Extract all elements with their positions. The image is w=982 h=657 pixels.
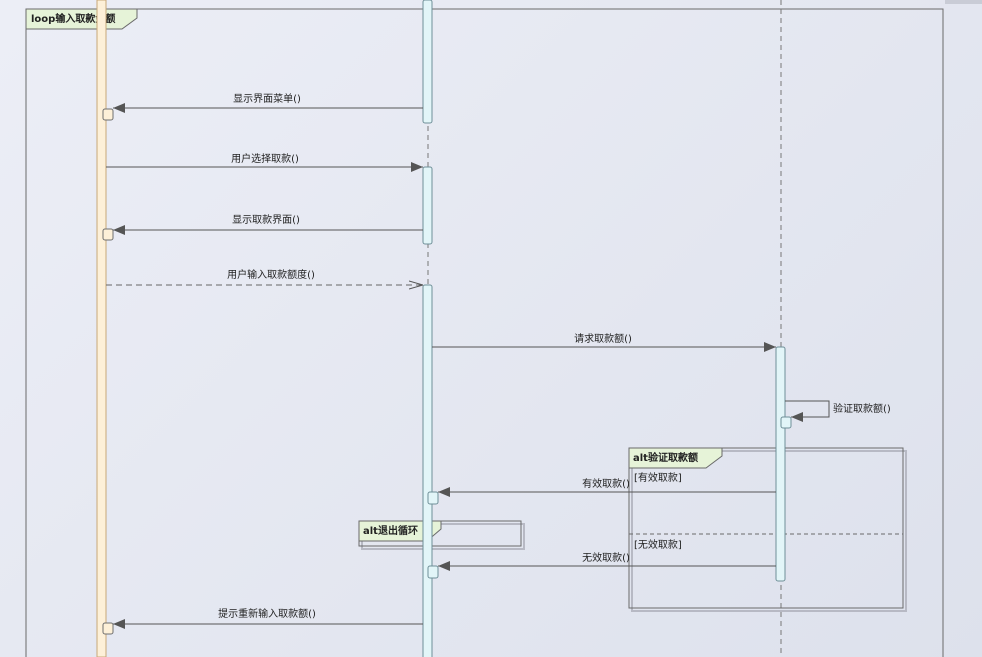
alt-validate-frame[interactable]: alt验证取款额 [有效取款] [无效取款] — [628, 447, 907, 612]
loop-frame[interactable]: loop输入取款金额 — [25, 8, 944, 657]
message-7[interactable]: 有效取款() — [438, 477, 776, 497]
message-7-label: 有效取款() — [582, 477, 630, 490]
message-6-label: 验证取款额() — [833, 402, 891, 415]
message-5[interactable]: 请求取款额() — [432, 332, 776, 352]
message-4[interactable]: 用户输入取款额度() — [106, 268, 423, 285]
guard-valid: [有效取款] — [634, 471, 682, 484]
message-1-label: 显示界面菜单() — [233, 93, 301, 105]
activation-atm-3[interactable] — [422, 284, 433, 657]
message-9-label: 提示重新输入取款额() — [218, 607, 316, 620]
alt-exit-frame[interactable]: alt退出循环 — [358, 520, 525, 550]
loop-frame-label: loop输入取款金额 — [31, 12, 115, 25]
top-scrollbar-remnant — [945, 0, 982, 4]
activation-user-2[interactable] — [102, 228, 114, 241]
activation-atm-small-2[interactable] — [427, 565, 439, 579]
alt-exit-label: alt退出循环 — [363, 524, 418, 537]
activation-atm-2[interactable] — [422, 166, 433, 245]
activation-atm-small-1[interactable] — [427, 491, 439, 505]
message-9[interactable]: 提示重新输入取款额() — [113, 607, 423, 629]
message-3[interactable]: 显示取款界面() — [113, 213, 423, 235]
activation-user-1[interactable] — [102, 108, 114, 121]
guard-invalid: [无效取款] — [634, 538, 682, 551]
lifeline-user-bar — [96, 0, 107, 657]
message-2[interactable]: 用户选择取款() — [106, 152, 423, 172]
message-8-label: 无效取款() — [582, 551, 630, 564]
alt-validate-border — [628, 447, 904, 609]
message-5-label: 请求取款额() — [574, 332, 632, 345]
message-6-arrow — [785, 400, 830, 422]
message-6-self[interactable]: 验证取款额() — [785, 400, 891, 422]
activation-bank-self[interactable] — [780, 416, 792, 429]
alt-validate-label: alt验证取款额 — [633, 451, 698, 464]
loop-frame-tab — [25, 8, 138, 30]
activation-atm-1[interactable] — [422, 0, 433, 124]
message-3-label: 显示取款界面() — [232, 213, 300, 226]
activation-bank-1[interactable] — [775, 346, 786, 582]
activation-user-3[interactable] — [102, 622, 114, 635]
lifeline-user[interactable] — [96, 0, 107, 657]
message-4-label: 用户输入取款额度() — [227, 268, 315, 281]
message-8[interactable]: 无效取款() — [438, 551, 776, 571]
alt-validate-shadow — [631, 450, 907, 612]
loop-frame-border — [25, 8, 944, 657]
message-2-label: 用户选择取款() — [231, 152, 299, 165]
alt-validate-tab — [628, 447, 723, 469]
message-1[interactable]: 显示界面菜单() — [113, 93, 423, 113]
